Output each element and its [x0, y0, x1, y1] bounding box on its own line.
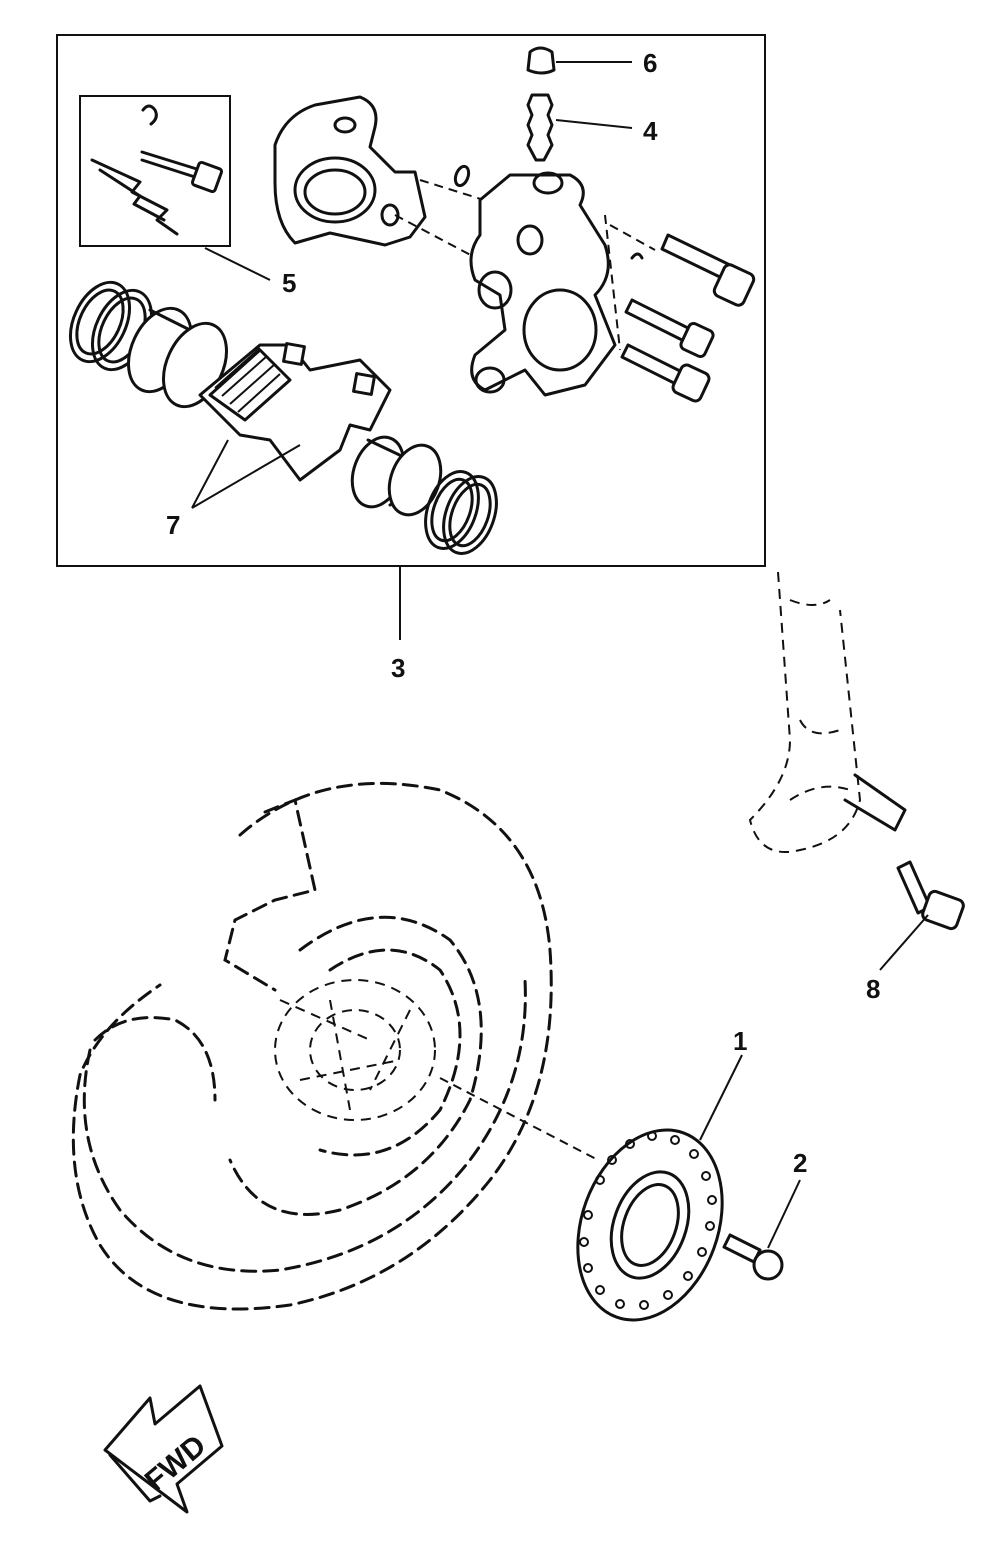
- piston-right: [350, 435, 443, 517]
- caliper-assembly-frame: [56, 34, 766, 567]
- disc-vent-holes: [579, 1131, 717, 1310]
- callout-1: 1: [733, 1026, 747, 1056]
- caliper-body: [469, 171, 617, 397]
- callout-3: 3: [391, 653, 405, 683]
- leader-5: [204, 247, 271, 281]
- front-wheel-outline: [71, 781, 553, 1311]
- leader-7: [191, 439, 301, 509]
- brake-disc: [576, 1128, 724, 1322]
- front-fork-outline: [748, 571, 907, 853]
- disc-bolt: [722, 1233, 784, 1281]
- brake-pads: [198, 342, 392, 482]
- callout-6: 6: [643, 48, 657, 78]
- bleed-screw-cap: [526, 46, 556, 75]
- leader-2: [767, 1179, 801, 1249]
- callout-8: 8: [866, 974, 880, 1004]
- caliper-mounting-bolts: [604, 214, 756, 403]
- callout-5: 5: [282, 268, 296, 298]
- disc-centerline: [439, 1077, 599, 1161]
- forward-direction-arrow: FWD: [103, 1384, 224, 1514]
- pad-support-kit-inset: [79, 95, 231, 247]
- bleed-screw: [526, 93, 554, 162]
- callout-7: 7: [166, 510, 180, 540]
- leader-1: [699, 1054, 743, 1141]
- caliper-bracket: [273, 95, 501, 261]
- callout-4: 4: [643, 116, 658, 146]
- small-o-ring: [453, 164, 471, 188]
- caliper-assembly-group: [56, 34, 766, 567]
- callout-2: 2: [793, 1148, 807, 1178]
- piston-seal-set-right: [424, 470, 498, 555]
- leader-8: [879, 914, 929, 971]
- axle-bolt: [896, 860, 965, 931]
- leader-4: [555, 119, 633, 129]
